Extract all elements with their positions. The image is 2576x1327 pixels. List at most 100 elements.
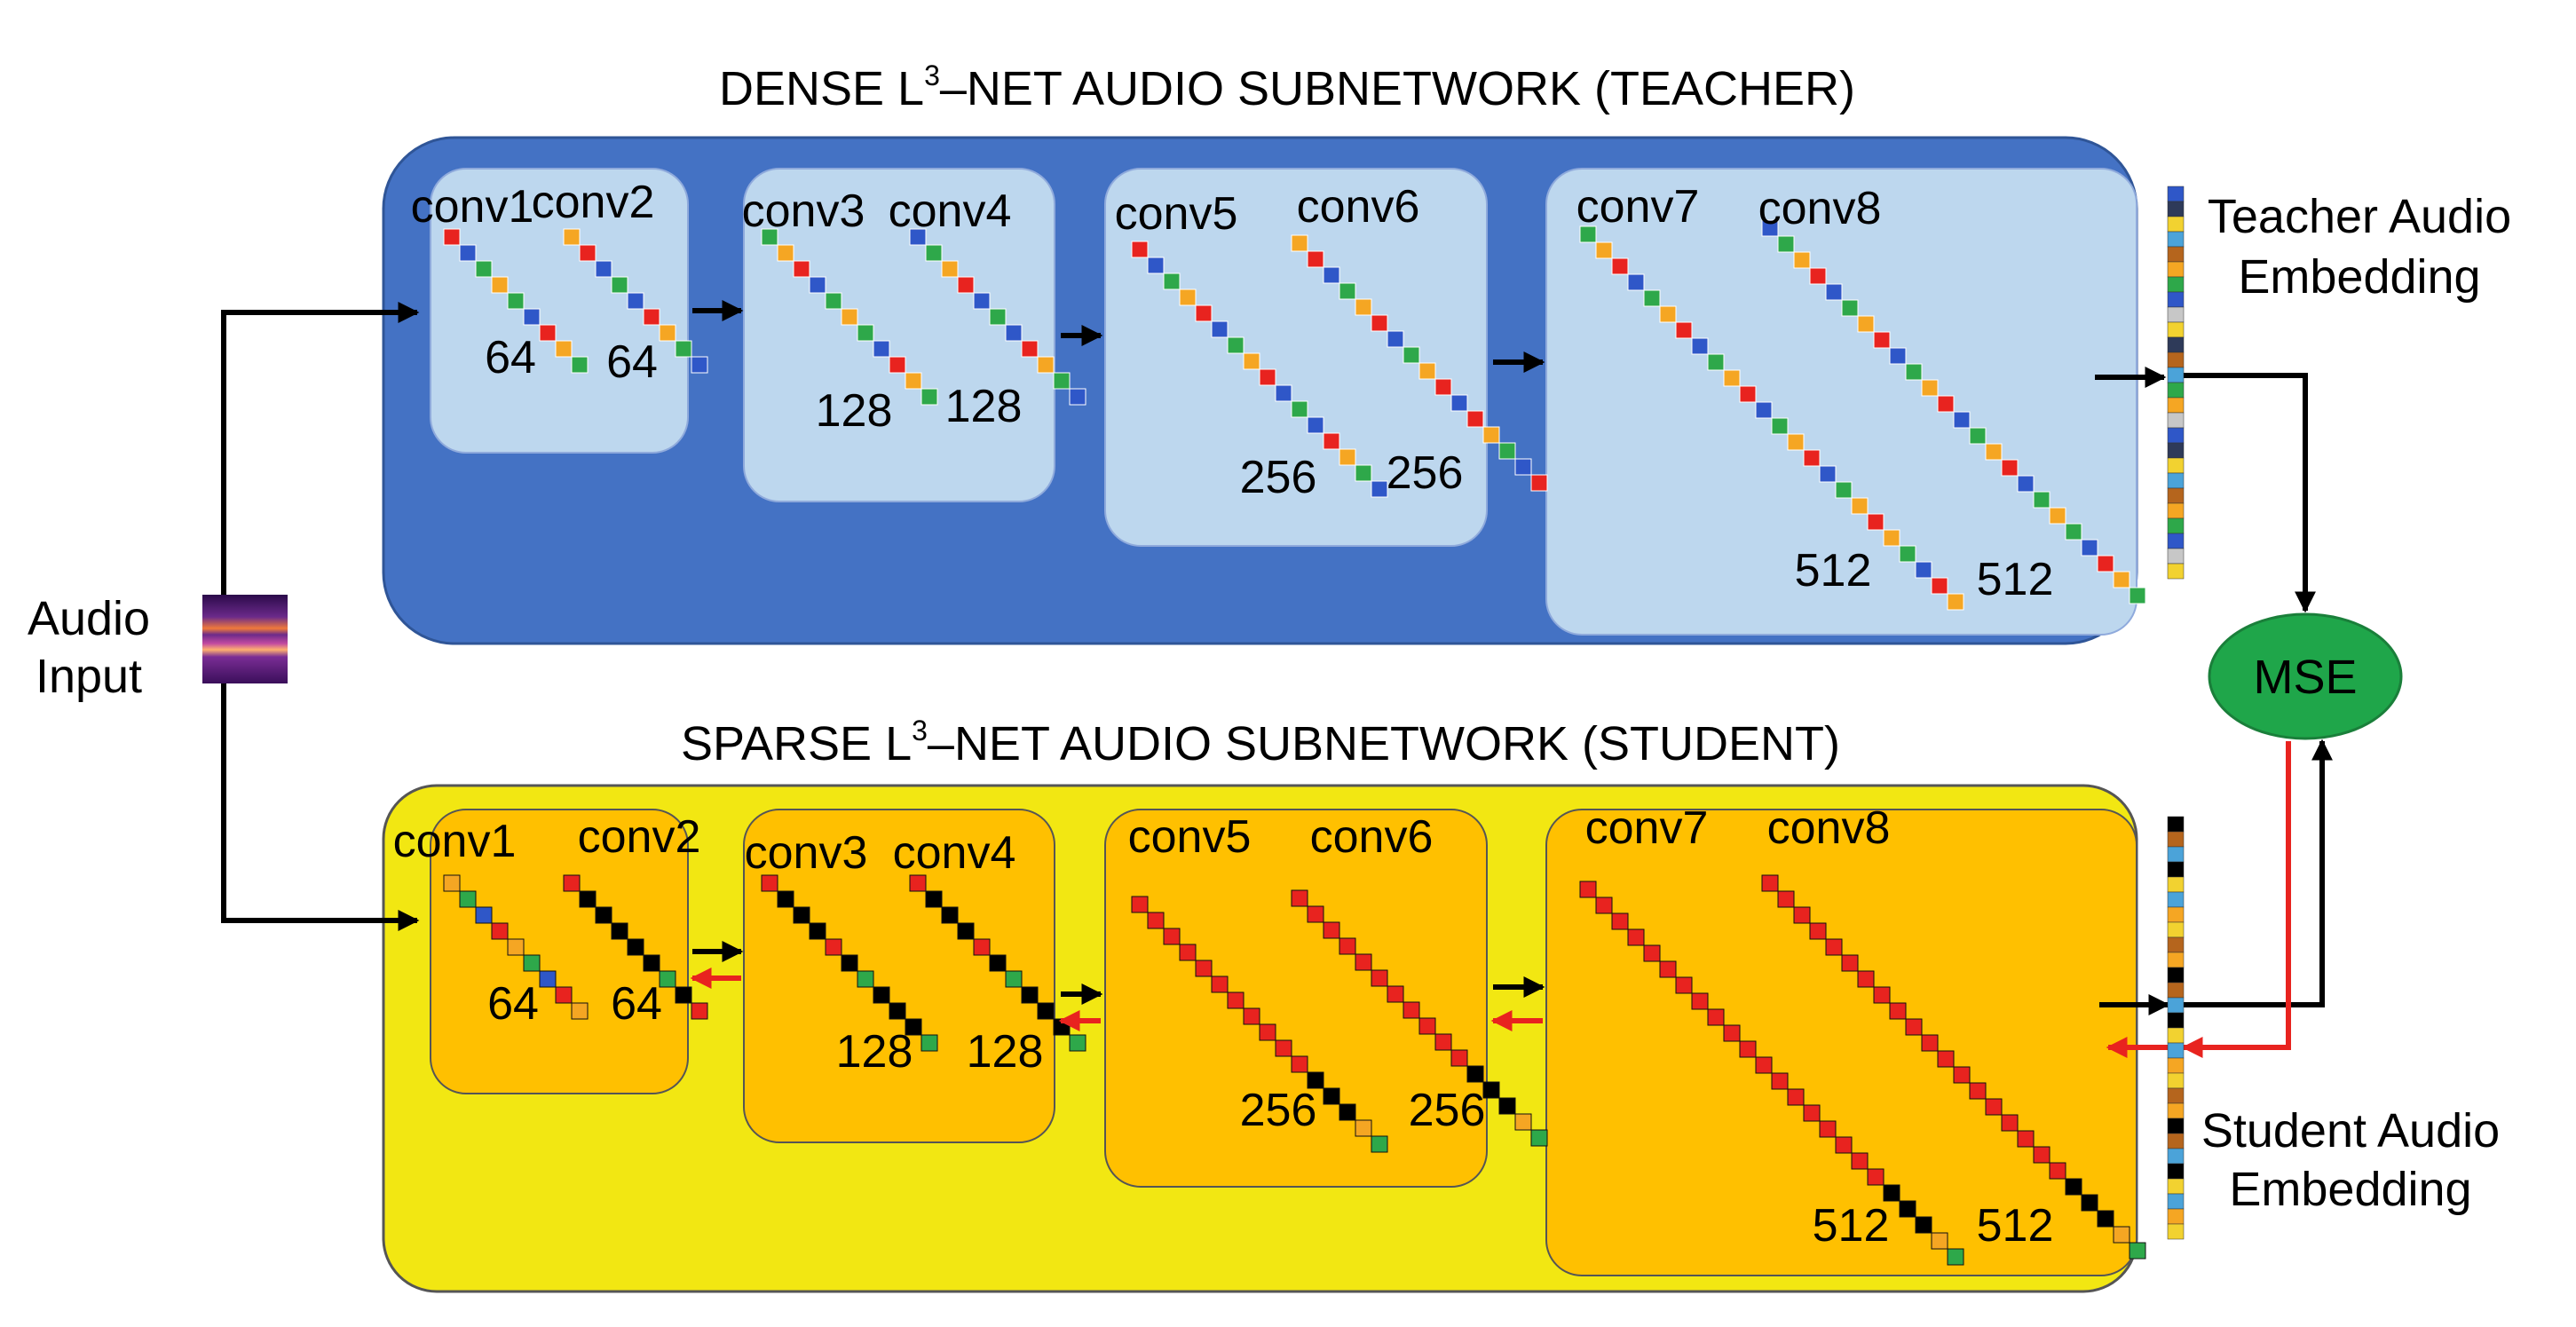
student-conv2-label: conv2	[578, 811, 701, 863]
student-embedding-cell	[2167, 906, 2185, 923]
teacher-conv5-tile-stack	[1131, 241, 1388, 498]
teacher-conv7-filters: 512	[1795, 545, 1872, 596]
teacher-conv5-filters: 256	[1240, 452, 1317, 503]
teacher-block-4	[1545, 168, 2137, 636]
teacher-embedding-cell	[2167, 397, 2185, 414]
student-embedding-vector	[2167, 816, 2185, 1240]
student-conv6-label: conv6	[1310, 811, 1434, 863]
teacher-conv2-tile-stack	[563, 228, 708, 374]
student-embedding-cell	[2167, 816, 2185, 833]
student-conv6-filters: 256	[1409, 1085, 1486, 1136]
student-embedding-cell	[2167, 967, 2185, 983]
student-embedding-cell	[2167, 1208, 2185, 1225]
teacher-embedding-label-line1: Teacher Audio	[2208, 190, 2511, 243]
teacher-block-1	[430, 168, 689, 454]
student-conv4-label: conv4	[893, 827, 1016, 879]
teacher-embedding-cell	[2167, 216, 2185, 233]
student-conv8-tile-stack	[1761, 874, 2146, 1260]
student-embedding-cell	[2167, 982, 2185, 999]
teacher-embedding-cell	[2167, 502, 2185, 519]
audio-input-label-line1: Audio	[28, 592, 150, 645]
teacher-conv2-filters: 64	[606, 336, 658, 388]
teacher-embedding-cell	[2167, 472, 2185, 489]
teacher-conv6-tile-stack	[1291, 234, 1548, 492]
teacher-conv1-tile-stack	[443, 228, 589, 374]
student-conv7-tile-stack	[1579, 881, 1964, 1266]
student-layer-blocks	[430, 809, 2137, 1276]
audio-input-label-line2: Input	[36, 650, 142, 703]
teacher-title: DENSE L3–NET AUDIO SUBNETWORK (TEACHER)	[719, 59, 1855, 115]
teacher-conv3-label: conv3	[742, 186, 865, 237]
teacher-conv7-tile-stack	[1579, 225, 1964, 611]
teacher-embedding-vector	[2167, 186, 2185, 580]
student-conv8-label: conv8	[1767, 802, 1891, 854]
student-conv7-filters: 512	[1813, 1200, 1890, 1252]
student-embedding-cell	[2167, 846, 2185, 863]
teacher-conv3-tile-stack	[761, 228, 938, 406]
student-block-1	[430, 809, 689, 1094]
teacher-embedding-cell	[2167, 442, 2185, 459]
student-embedding-cell	[2167, 861, 2185, 878]
student-conv3-tile-stack	[761, 874, 938, 1052]
teacher-embedding-cell	[2167, 563, 2185, 580]
student-conv3-filters: 128	[836, 1026, 913, 1078]
teacher-block-3	[1104, 168, 1488, 547]
student-conv5-label: conv5	[1128, 811, 1252, 863]
student-embedding-cell	[2167, 1042, 2185, 1059]
mse-gradient-to-student	[2181, 741, 2291, 1058]
teacher-embedding-label-line2: Embedding	[2238, 250, 2480, 304]
input-to-teacher-arrow	[221, 302, 420, 595]
teacher-conv1-label: conv1	[411, 181, 534, 233]
student-conv8-filters: 512	[1977, 1200, 2054, 1252]
audio-input: Audio Input	[28, 592, 288, 703]
teacher-embedding-cell	[2167, 367, 2185, 383]
teacher-embedding-cell	[2167, 186, 2185, 202]
student-conv1-label: conv1	[393, 816, 517, 867]
student-embedding-cell	[2167, 1057, 2185, 1074]
student-embedding-cell	[2167, 1223, 2185, 1240]
student-block-2	[743, 809, 1055, 1143]
student-conv5-filters: 256	[1240, 1085, 1317, 1136]
teacher-embedding-cell	[2167, 261, 2185, 278]
student-embedding-cell	[2167, 997, 2185, 1014]
teacher-conv8-filters: 512	[1977, 554, 2054, 605]
student-embedding-cell	[2167, 936, 2185, 953]
student-embedding-cell	[2167, 1118, 2185, 1134]
mse-label: MSE	[2253, 651, 2357, 704]
teacher-embedding-cell	[2167, 321, 2185, 338]
student-block-4	[1545, 809, 2137, 1276]
student-embedding-label-line1: Student Audio	[2201, 1104, 2500, 1157]
teacher-embedding-cell	[2167, 533, 2185, 549]
teacher-embedding-cell	[2167, 412, 2185, 429]
input-to-student-arrow	[221, 683, 420, 931]
student-embedding-to-mse	[2175, 739, 2333, 1007]
teacher-conv6-filters: 256	[1387, 447, 1464, 499]
student-conv1-filters: 64	[487, 978, 539, 1030]
teacher-block-2	[743, 168, 1055, 502]
student-embedding-cell	[2167, 1133, 2185, 1149]
teacher-embedding-cell	[2167, 351, 2185, 368]
teacher-conv8-label: conv8	[1758, 183, 1882, 234]
teacher-embedding-cell	[2167, 246, 2185, 263]
student-conv4-filters: 128	[967, 1026, 1044, 1078]
student-embedding-cell	[2167, 876, 2185, 893]
student-block-3	[1104, 809, 1488, 1188]
mse-loss-node	[2208, 612, 2403, 740]
student-embedding-cell	[2167, 1193, 2185, 1210]
teacher-embedding-cell	[2167, 276, 2185, 293]
teacher-embedding-cell	[2167, 306, 2185, 323]
teacher-embedding-cell	[2167, 231, 2185, 248]
spectrogram-image	[202, 595, 288, 683]
student-embedding-cell	[2167, 1163, 2185, 1180]
teacher-embedding-cell	[2167, 291, 2185, 308]
student-conv3-label: conv3	[745, 827, 868, 879]
teacher-conv4-filters: 128	[945, 381, 1023, 432]
teacher-embedding-cell	[2167, 427, 2185, 444]
student-conv1-tile-stack	[443, 874, 589, 1020]
teacher-conv2-label: conv2	[532, 177, 655, 228]
teacher-embedding-cell	[2167, 548, 2185, 565]
student-embedding-cell	[2167, 1178, 2185, 1195]
student-embedding-cell	[2167, 1027, 2185, 1044]
teacher-conv4-tile-stack	[909, 228, 1087, 406]
student-conv7-label: conv7	[1585, 802, 1709, 854]
